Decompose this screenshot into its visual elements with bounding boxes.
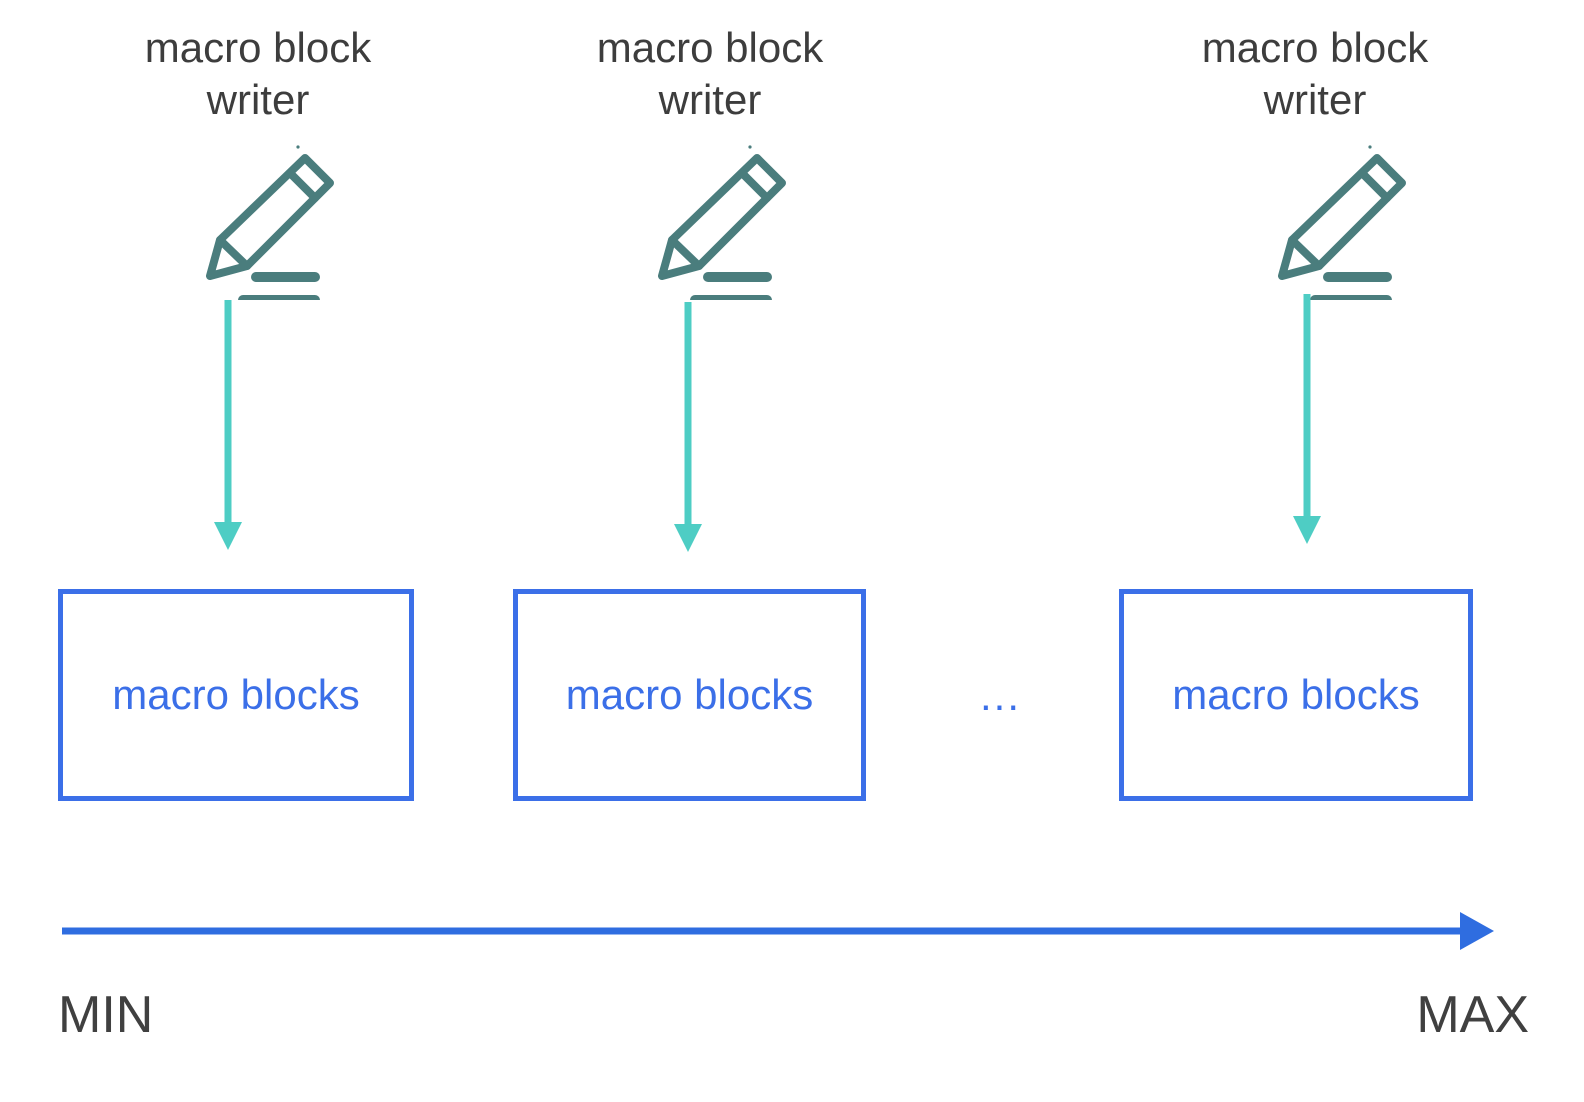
- writer-label-2: macro block writer: [596, 24, 824, 123]
- flow-arrow-1: [208, 298, 248, 559]
- range-axis: [60, 900, 1500, 960]
- pencil-writing-icon: [640, 140, 800, 305]
- axis-max-label: MAX: [1416, 986, 1529, 1044]
- pencil-writing-icon: [188, 140, 348, 305]
- macro-blocks-box-3[interactable]: macro blocks: [1119, 589, 1473, 801]
- macro-blocks-label: macro blocks: [112, 671, 360, 718]
- macro-blocks-label: macro blocks: [565, 671, 814, 718]
- flow-arrow-2: [668, 300, 708, 561]
- macro-blocks-box-1[interactable]: macro blocks: [58, 589, 414, 801]
- writer-label-3: macro block writer: [1201, 24, 1429, 123]
- pencil-writing-icon: [1260, 140, 1420, 305]
- writer-label-1: macro block writer: [144, 24, 372, 123]
- axis-min-label: MIN: [58, 986, 154, 1044]
- macro-blocks-label: macro blocks: [1172, 671, 1420, 718]
- ellipsis-separator: ...: [980, 672, 1022, 719]
- flow-arrow-3: [1287, 292, 1327, 553]
- macro-blocks-box-2[interactable]: macro blocks: [513, 589, 866, 801]
